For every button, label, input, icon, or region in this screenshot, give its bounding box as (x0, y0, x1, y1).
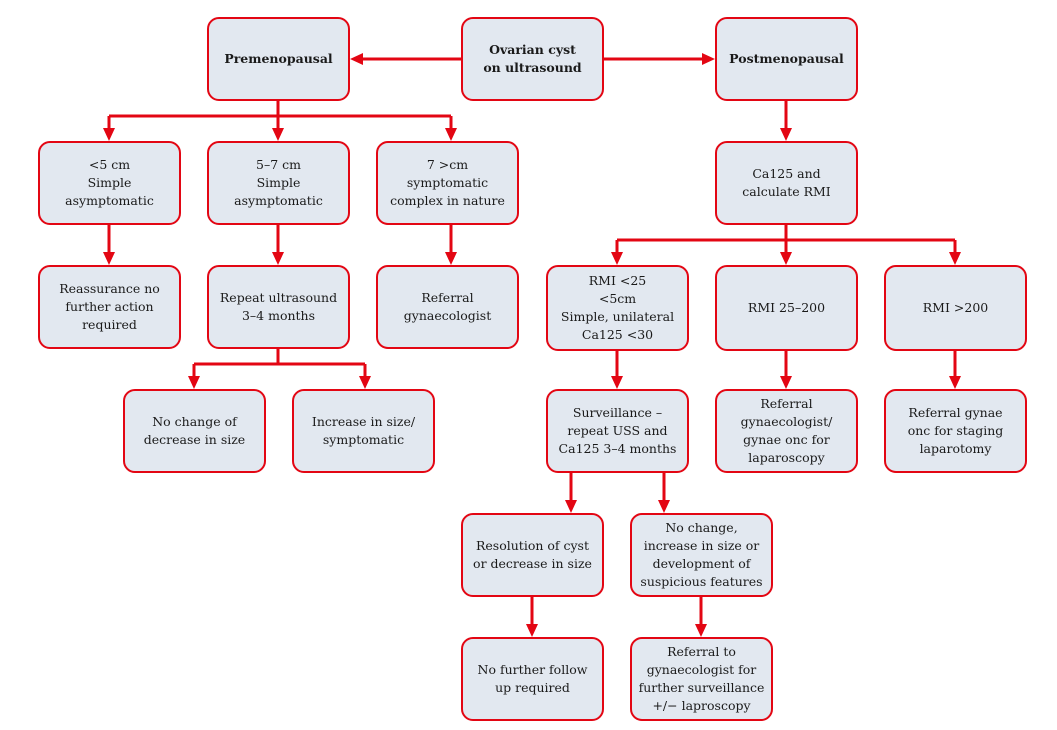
node-repeat-ultrasound: Repeat ultrasound 3–4 months (207, 265, 350, 349)
node-label: <5 cm Simple asymptomatic (65, 157, 154, 208)
edge-pre-lt5-arrowhead (103, 128, 115, 141)
edge-ca125-rmi200-arrowhead (949, 252, 961, 265)
node-surveillance: Surveillance – repeat USS and Ca125 3–4 … (546, 389, 689, 473)
node-label: Referral gynaecologist (403, 290, 492, 323)
edge-resolution-nofollow-arrowhead (526, 624, 538, 637)
node-postmenopausal: Postmenopausal (715, 17, 858, 101)
node-resolution: Resolution of cyst or decrease in size (461, 513, 604, 597)
edge-surv-nochange-arrowhead (658, 500, 670, 513)
node-label: No change, increase in size or developme… (640, 520, 763, 589)
node-lt5cm: <5 cm Simple asymptomatic (38, 141, 181, 225)
node-rmi-gt200: RMI >200 (884, 265, 1027, 351)
node-label: Postmenopausal (729, 51, 844, 66)
node-reassurance: Reassurance no further action required (38, 265, 181, 349)
edge-pre-5-7-arrowhead (272, 128, 284, 141)
node-label: 7 >cm symptomatic complex in nature (390, 157, 505, 208)
edge-repeat-increase-arrowhead (359, 376, 371, 389)
node-ovarian-cyst: Ovarian cyst on ultrasound (461, 17, 604, 101)
node-label: Resolution of cyst or decrease in size (473, 538, 592, 571)
node-rmi-25-200: RMI 25–200 (715, 265, 858, 351)
edge-rmi25-200-referral-arrowhead (780, 376, 792, 389)
node-no-change-suspicious: No change, increase in size or developme… (630, 513, 773, 597)
node-label: No further follow up required (477, 662, 588, 695)
node-referral-gynae-onc: Referral gynaecologist/ gynae onc for la… (715, 389, 858, 473)
edge-nochange-referral-arrowhead (695, 624, 707, 637)
node-label: Increase in size/ symptomatic (311, 414, 416, 447)
node-premenopausal: Premenopausal (207, 17, 350, 101)
node-no-change: No change of decrease in size (123, 389, 266, 473)
node-label: Reassurance no further action required (59, 281, 160, 332)
node-label: Ovarian cyst on ultrasound (483, 42, 582, 75)
edge-rmi200-referral-arrowhead (949, 376, 961, 389)
node-label: RMI >200 (922, 300, 989, 315)
edge-rmi25-surv-arrowhead (611, 376, 623, 389)
edge-pre-gt7-arrowhead (445, 128, 457, 141)
node-label: Referral gynae onc for staging laparotom… (907, 405, 1004, 456)
edge-ca125-rmi25-200-arrowhead (780, 252, 792, 265)
node-referral-further-surveillance: Referral to gynaecologist for further su… (630, 637, 773, 721)
edge-surv-resolution-arrowhead (565, 500, 577, 513)
node-gt7cm: 7 >cm symptomatic complex in nature (376, 141, 519, 225)
node-label: RMI 25–200 (747, 300, 826, 315)
node-label: Referral to gynaecologist for further su… (638, 644, 765, 713)
node-referral-gynaecologist: Referral gynaecologist (376, 265, 519, 349)
node-ca125-rmi: Ca125 and calculate RMI (715, 141, 858, 225)
edge-ca125-rmi25-arrowhead (611, 252, 623, 265)
node-label: RMI <25 <5cm Simple, unilateral Ca125 <3… (560, 273, 675, 342)
edge-repeat-nochange-arrowhead (188, 376, 200, 389)
node-label: No change of decrease in size (143, 414, 246, 447)
node-label: Ca125 and calculate RMI (742, 166, 831, 199)
edge-root-post-arrowhead (702, 53, 715, 65)
node-label: Surveillance – repeat USS and Ca125 3–4 … (558, 405, 677, 456)
node-label: 5–7 cm Simple asymptomatic (234, 157, 323, 208)
edge-5-7-repeat-arrowhead (272, 252, 284, 265)
node-label: Repeat ultrasound 3–4 months (219, 290, 338, 323)
node-referral-staging: Referral gynae onc for staging laparotom… (884, 389, 1027, 473)
node-rmi-lt25: RMI <25 <5cm Simple, unilateral Ca125 <3… (546, 265, 689, 351)
edge-lt5-reassure-arrowhead (103, 252, 115, 265)
edge-gt7-referral-arrowhead (445, 252, 457, 265)
node-5-7cm: 5–7 cm Simple asymptomatic (207, 141, 350, 225)
node-label: Referral gynaecologist/ gynae onc for la… (740, 396, 833, 465)
node-label: Premenopausal (224, 51, 333, 66)
edge-root-pre-arrowhead (350, 53, 363, 65)
edge-post-ca125-arrowhead (780, 128, 792, 141)
node-increase-in-size: Increase in size/ symptomatic (292, 389, 435, 473)
node-no-further-follow-up: No further follow up required (461, 637, 604, 721)
